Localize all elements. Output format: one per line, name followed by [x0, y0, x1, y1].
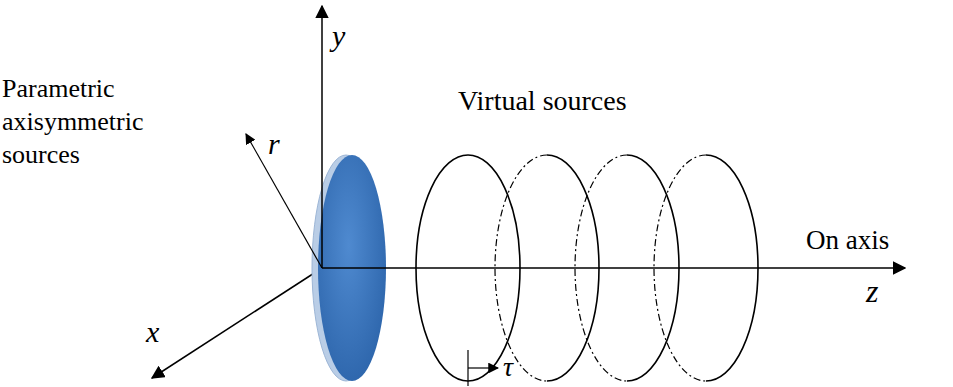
- axis-label: z: [866, 272, 878, 310]
- tau-arrow: [468, 367, 498, 368]
- source-label: Parametric axisymmetric sources: [2, 72, 152, 171]
- r-arrow: [246, 134, 322, 268]
- axis-label: y: [332, 18, 345, 54]
- x-axis: [152, 268, 322, 378]
- axis-label: x: [146, 314, 159, 350]
- region-label: Virtual sources: [458, 84, 627, 118]
- axis-label: r: [268, 126, 280, 162]
- z-axis: [322, 267, 905, 269]
- offset-label: τ: [503, 350, 513, 384]
- y-axis: [321, 6, 323, 268]
- axis-note: On axis: [806, 224, 889, 256]
